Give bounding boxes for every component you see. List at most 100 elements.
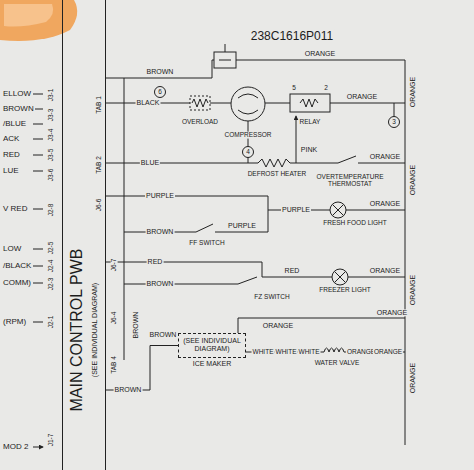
- wire-label: COMPRESSOR: [224, 132, 273, 139]
- pin-label: J2-8: [48, 203, 55, 218]
- lamp-cross: [333, 205, 344, 216]
- wire-label: ORANGE: [346, 93, 378, 100]
- callout-number: 2: [323, 85, 329, 92]
- box-heading: ICE MAKER: [193, 360, 232, 367]
- wire-label: BLACK: [136, 99, 161, 106]
- harness-label: (RPM): [2, 318, 27, 326]
- wire-label: WHITE: [298, 349, 321, 356]
- lamp-cross: [335, 272, 346, 283]
- wire-label: PURPLE: [281, 206, 311, 213]
- fz-switch-blade: [238, 277, 257, 284]
- overload-element: [192, 99, 208, 107]
- fresh-food-lamp: [330, 202, 346, 218]
- wire-connector: [106, 346, 178, 391]
- pin-arrow: [33, 94, 43, 447]
- wire-label: FREEZER LIGHT: [318, 287, 371, 294]
- top-wire: [106, 60, 405, 78]
- pin-label: TAB 1: [96, 95, 103, 115]
- wire-label: WHITE: [275, 349, 298, 356]
- ice-maker-wire: [238, 318, 405, 333]
- board-title: MAIN CONTROL PWB: [69, 249, 85, 412]
- harness-label: V RED: [2, 205, 28, 213]
- wire-label: RED: [147, 258, 164, 265]
- wire-label: FRESH FOOD LIGHT: [322, 220, 388, 227]
- wire-label: OVERTEMPERATURE THERMOSTAT: [312, 174, 388, 188]
- control-board: MAIN CONTROL PWB (SEE INDIVIDUAL DIAGRAM): [62, 0, 106, 470]
- wire-label: ORANGE: [369, 200, 401, 207]
- board-note: (SEE INDIVIDUAL DIAGRAM): [91, 283, 98, 377]
- harness-label: ACK: [2, 135, 20, 143]
- pin-label: J6-6: [96, 198, 103, 213]
- wire-label: OVERLOAD: [181, 119, 219, 126]
- fuse-lead: [219, 44, 231, 60]
- wire-label: DEFROST HEATER: [247, 171, 308, 178]
- wire-label: ORANGE: [409, 274, 416, 306]
- callout-number: 4: [245, 149, 251, 156]
- wires: [106, 44, 405, 445]
- harness-label: /BLACK: [2, 262, 32, 270]
- callout-circle: [155, 87, 166, 98]
- compressor-lead: [248, 121, 249, 163]
- purple-wire: [106, 196, 405, 232]
- pin-label: J2-5: [48, 241, 55, 256]
- wire-label: ORANGE: [262, 322, 294, 329]
- wire-label: ORANGE: [373, 349, 403, 356]
- wire-label: BROWN: [114, 386, 143, 393]
- callout-number: 5: [291, 85, 297, 92]
- wire-label: BLUE: [140, 159, 160, 166]
- pin-label: J6-4: [111, 311, 118, 326]
- pin-label: J2-4: [48, 259, 55, 274]
- orange-bus: [405, 60, 406, 445]
- pin-label: J3-6: [48, 168, 55, 183]
- pin-label: J2-3: [48, 277, 55, 292]
- compressor-winding: [238, 94, 258, 114]
- pin-label: J2-1: [48, 315, 55, 330]
- bottle-body: [0, 0, 77, 41]
- pin-label: J3-4: [48, 128, 55, 143]
- wire-label: BROWN: [146, 280, 175, 287]
- bottle-highlight: [4, 4, 53, 27]
- wire-label: ORANGE: [409, 164, 416, 196]
- wire-label: ORANGE: [304, 50, 336, 57]
- pink-wire: [296, 116, 297, 163]
- freezer-lamp: [332, 269, 348, 285]
- wire-label: ORANGE: [409, 362, 416, 394]
- pin-label: TAB 4: [111, 355, 118, 375]
- pin-label: J6-7: [111, 258, 118, 273]
- wire-label: ORANGE: [346, 349, 376, 356]
- relay-symbol: [290, 94, 330, 112]
- wire-label: ORANGE: [369, 267, 401, 274]
- box-note: (SEE INDIVIDUAL DIAGRAM): [182, 337, 242, 353]
- wire-label: BROWN: [146, 68, 175, 75]
- harness-label: MOD 2: [2, 443, 29, 451]
- relay-element: [300, 99, 318, 107]
- wire-label: PINK: [300, 146, 318, 153]
- pin-label: J3-3: [48, 108, 55, 123]
- wire-label: BROWN: [132, 311, 139, 340]
- brown-bus: [124, 78, 125, 360]
- compressor-symbol: [231, 87, 265, 121]
- wire-label: RED: [284, 267, 301, 274]
- wire-label: WATER VALVE: [314, 360, 361, 367]
- pin-label: J3-1: [48, 88, 55, 103]
- callout-circle: [389, 117, 400, 128]
- wire-label: ORANGE: [369, 153, 401, 160]
- harness-label: COMM): [2, 279, 32, 287]
- wire-label: FZ SWITCH: [253, 294, 290, 301]
- wire-label: ORANGE: [409, 76, 416, 108]
- pin-label: J1-7: [48, 433, 55, 448]
- wire-label: BROWN: [149, 331, 178, 338]
- harness-label: ELLOW: [2, 90, 32, 98]
- bottle: [0, 0, 77, 41]
- callout-circle: [243, 147, 254, 158]
- thermostat-switch: [338, 156, 356, 163]
- callout-lead: [394, 103, 395, 117]
- pin-label: TAB 2: [96, 155, 103, 175]
- wire-label: FF SWITCH: [188, 240, 225, 247]
- callout-number: 3: [391, 119, 397, 126]
- harness-label: LUE: [2, 167, 20, 175]
- pin-label: J3-5: [48, 148, 55, 163]
- harness-label: BROWN: [2, 105, 35, 113]
